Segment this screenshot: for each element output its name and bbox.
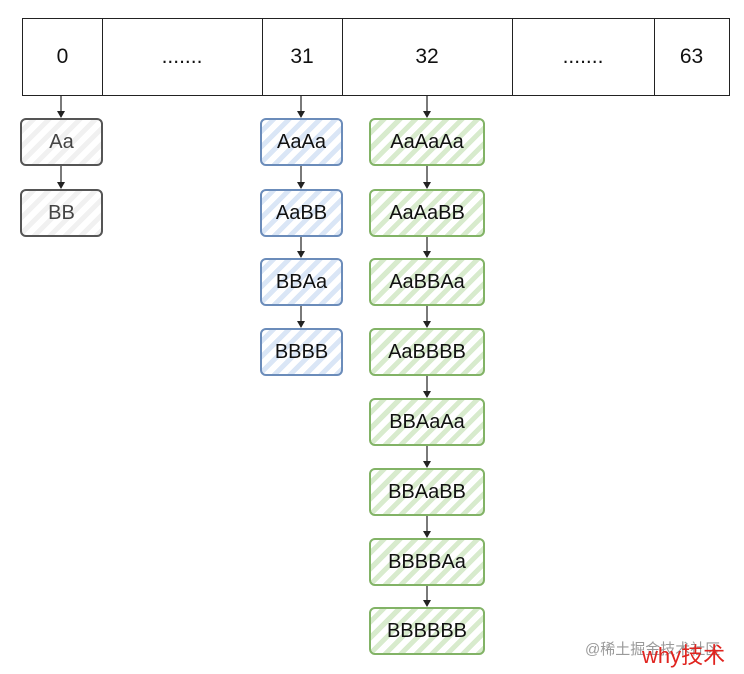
chain-node: AaBBBB	[369, 328, 485, 376]
chain-node: Aa	[20, 118, 103, 166]
bucket-cell-0: 0	[23, 19, 103, 95]
watermark-author: why技术	[642, 643, 726, 668]
chain-node: BBAaAa	[369, 398, 485, 446]
chain-node: AaBBAa	[369, 258, 485, 306]
chain-node: BBBB	[260, 328, 343, 376]
bucket-cell-ellipsis-1: .......	[102, 19, 263, 95]
chain-node: BBBBAa	[369, 538, 485, 586]
bucket-cell-32: 32	[342, 19, 513, 95]
chain-node: BBAa	[260, 258, 343, 306]
bucket-cell-31: 31	[262, 19, 343, 95]
bucket-cell-63: 63	[679, 45, 704, 68]
bucket-cell-ellipsis-2: .......	[512, 19, 655, 95]
chain-node: AaAaAa	[369, 118, 485, 166]
chain-node: AaAaBB	[369, 189, 485, 237]
bucket-array: 0 ....... 31 32 ....... 63	[22, 18, 730, 96]
chain-node: BB	[20, 189, 103, 237]
chain-node: AaBB	[260, 189, 343, 237]
chain-node: BBBBBB	[369, 607, 485, 655]
chain-node: AaAa	[260, 118, 343, 166]
watermark-source: @稀土掘金技术社区	[585, 641, 721, 658]
chain-node: BBAaBB	[369, 468, 485, 516]
